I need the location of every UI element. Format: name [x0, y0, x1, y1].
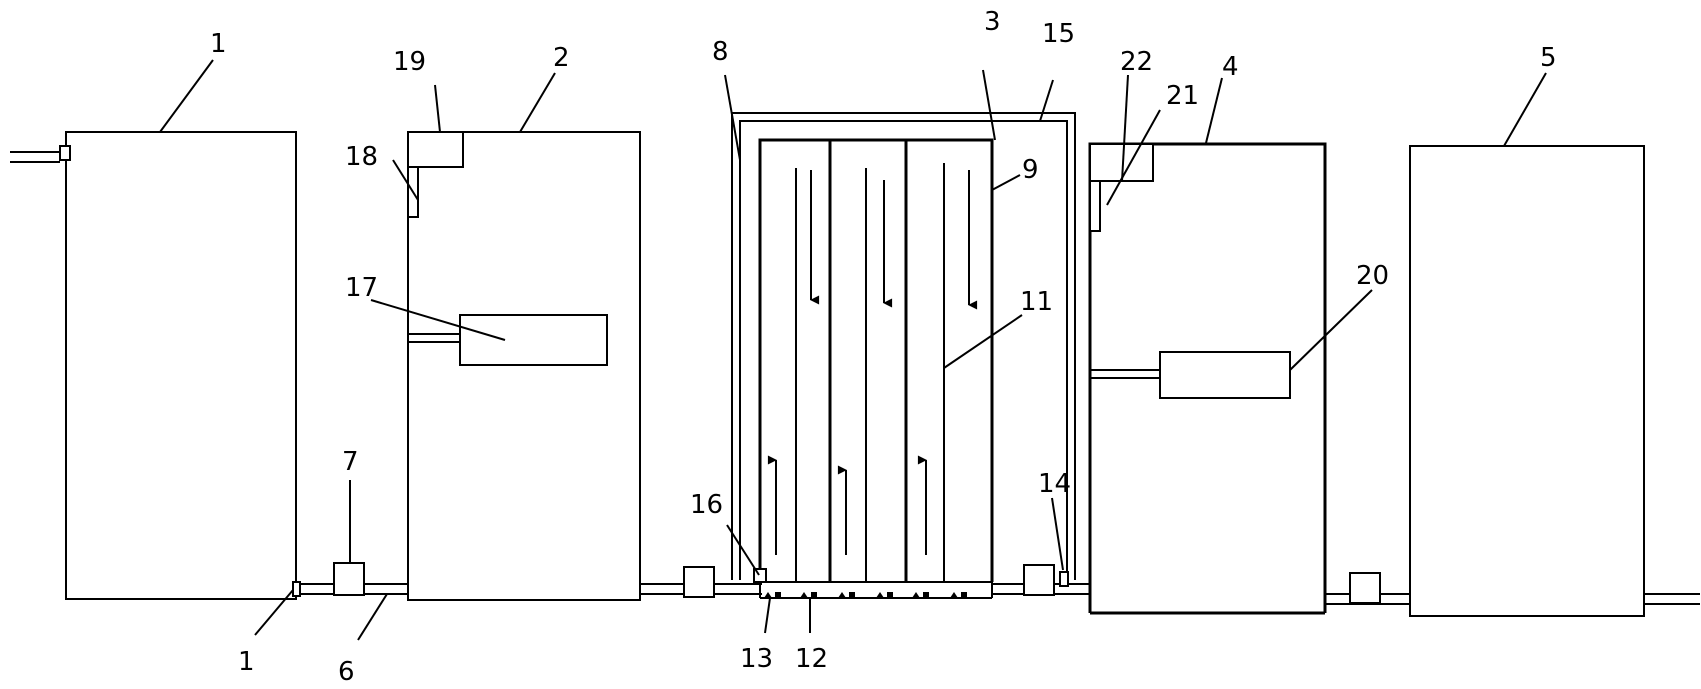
label-weir-21: 21 — [1166, 81, 1199, 111]
label-inlet-16: 16 — [690, 490, 723, 520]
label-pump-7: 7 — [342, 447, 359, 477]
label-baffle-11: 11 — [1020, 287, 1053, 317]
pipe-2-3 — [640, 566, 762, 598]
label-reactor-3: 3 — [984, 7, 1001, 37]
label-unit-20: 20 — [1356, 261, 1389, 291]
label-tank-4: 4 — [1222, 52, 1239, 82]
label-valve-14: 14 — [1038, 469, 1071, 499]
label-weir-18: 18 — [345, 142, 378, 172]
aerator-row-12 — [764, 592, 967, 598]
pipe-3-4 — [992, 564, 1090, 596]
pump-7 — [333, 562, 365, 596]
weir-21 — [1089, 180, 1101, 232]
outlet-valve-1 — [292, 581, 301, 597]
leader-lines — [159, 59, 1547, 641]
label-unit-17: 17 — [345, 273, 378, 303]
label-tank-5: 5 — [1540, 43, 1557, 73]
tank-5 — [1409, 145, 1700, 617]
label-aerator-12: 12 — [795, 644, 828, 674]
reactor-3 — [758, 138, 994, 599]
label-wall-9: 9 — [1022, 155, 1039, 185]
label-tank-2: 2 — [553, 43, 570, 73]
label-trough-22: 22 — [1120, 47, 1153, 77]
label-jacket-15: 15 — [1042, 19, 1075, 49]
label-valve-1: 1 — [238, 647, 255, 677]
label-diffuser-13: 13 — [740, 644, 773, 674]
label-wall-8: 8 — [712, 37, 729, 67]
label-pipe-6: 6 — [338, 657, 355, 687]
tank-1 — [10, 131, 297, 600]
pipe-4-5 — [1325, 572, 1410, 605]
reactor-jacket-15 — [731, 112, 1076, 580]
unit-17 — [408, 314, 608, 366]
trough-19 — [407, 131, 464, 168]
part-labels: 1 2 3 4 5 6 7 8 9 11 12 13 14 15 16 17 1… — [210, 7, 1557, 687]
valve-14 — [1059, 571, 1069, 587]
unit-20 — [1090, 351, 1291, 399]
label-tank-1: 1 — [210, 29, 227, 59]
label-trough-19: 19 — [393, 47, 426, 77]
